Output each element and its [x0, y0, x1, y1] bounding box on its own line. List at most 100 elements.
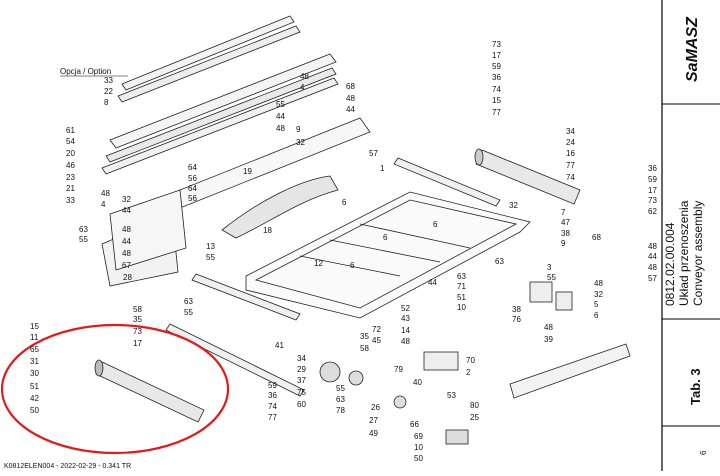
- part-number-label: 12: [314, 259, 323, 268]
- part-number-label: 17: [133, 339, 142, 348]
- part-number-label: 15: [492, 96, 501, 105]
- part-number-label: 13: [206, 242, 215, 251]
- part-number-label: 16: [566, 149, 575, 158]
- part-number-label: 33: [66, 196, 75, 205]
- part-number-label: 3: [547, 263, 552, 272]
- part-number-label: 57: [369, 149, 378, 158]
- part-number-label: 27: [369, 416, 378, 425]
- part-number-label: 46: [66, 161, 75, 170]
- part-number-label: 18: [263, 226, 272, 235]
- part-number-label: 30: [30, 369, 39, 378]
- part-number-label: 34: [566, 127, 575, 136]
- part-number-label: 34: [297, 354, 306, 363]
- part-number-label: 14: [401, 326, 410, 335]
- part-number-label: 72: [372, 325, 381, 334]
- part-number-label: 63: [457, 272, 466, 281]
- part-number-label: 59: [268, 381, 277, 390]
- part-number-label: 37: [297, 376, 306, 385]
- part-number-label: 44: [648, 252, 657, 261]
- part-number-label: 80: [470, 401, 479, 410]
- part-number-label: 40: [413, 378, 422, 387]
- title-block: SaMASZ 0812.02.00.004 Układ przenoszenia…: [661, 0, 720, 471]
- part-number-label: 64: [188, 163, 197, 172]
- part-number-label: 47: [561, 218, 570, 227]
- option-label: Opcja / Option: [60, 67, 111, 76]
- exploded-parts: [94, 15, 631, 445]
- part-number-label: 35: [360, 332, 369, 341]
- part-number-label: 77: [492, 108, 501, 117]
- part-number-label: 1: [380, 164, 385, 173]
- part-number-label: 48: [401, 337, 410, 346]
- part-number-label: 42: [30, 394, 39, 403]
- part-number-label: 48: [276, 124, 285, 133]
- part-number-label: 10: [457, 303, 466, 312]
- assembly-name-en: Conveyor assembly: [691, 201, 705, 306]
- part-number-label: 5: [594, 300, 599, 309]
- part-number-label: 23: [66, 173, 75, 182]
- part-number-label: 59: [492, 62, 501, 71]
- part-number-label: 64: [188, 184, 197, 193]
- part-number-label: 49: [369, 429, 378, 438]
- part-number-label: 48: [122, 249, 131, 258]
- part-number-label: 6: [350, 261, 355, 270]
- part-number-label: 58: [133, 305, 142, 314]
- part-number-label: 74: [566, 173, 575, 182]
- assembly-name-pl: Układ przenoszenia: [677, 200, 691, 306]
- part-number-label: 60: [297, 400, 306, 409]
- part-number-label: 44: [428, 278, 437, 287]
- part-number-label: 51: [30, 382, 39, 391]
- part-number-label: 77: [566, 161, 575, 170]
- part-number-label: 55: [184, 308, 193, 317]
- part-number-label: 62: [648, 207, 657, 216]
- part-number-label: 55: [206, 253, 215, 262]
- part-number-label: 36: [268, 391, 277, 400]
- part-number-label: 48: [648, 242, 657, 251]
- part-number-label: 19: [243, 167, 252, 176]
- part-number-label: 32: [509, 201, 518, 210]
- part-number-label: 71: [457, 282, 466, 291]
- part-number-label: 17: [492, 51, 501, 60]
- table-number: Tab. 3: [688, 368, 703, 405]
- part-number-label: 75: [297, 388, 306, 397]
- part-number-label: 61: [66, 126, 75, 135]
- part-number-label: 24: [566, 138, 575, 147]
- part-number-label: 48: [346, 94, 355, 103]
- part-number-label: 63: [336, 395, 345, 404]
- part-number-label: 35: [133, 315, 142, 324]
- part-number-label: 73: [492, 40, 501, 49]
- assembly-code: 0812.02.00.004: [663, 222, 677, 306]
- part-number-label: 11: [30, 333, 39, 342]
- part-number-label: 66: [410, 420, 419, 429]
- part-number-label: 73: [133, 327, 142, 336]
- footer-code: K0812ELEN004 - 2022-02-29 - 0.341 TR: [4, 463, 131, 470]
- part-number-label: 77: [268, 413, 277, 422]
- part-number-label: 48: [101, 189, 110, 198]
- part-number-label: 32: [122, 195, 131, 204]
- part-number-label: 69: [414, 432, 423, 441]
- part-number-label: 67: [122, 261, 131, 270]
- part-number-label: 56: [188, 194, 197, 203]
- part-number-label: 74: [492, 85, 501, 94]
- part-number-label: 56: [188, 174, 197, 183]
- part-number-label: 48: [648, 263, 657, 272]
- part-number-label: 21: [66, 184, 75, 193]
- part-number-label: 48: [544, 323, 553, 332]
- part-number-label: 68: [346, 82, 355, 91]
- part-number-label: 78: [336, 406, 345, 415]
- part-number-label: 55: [276, 100, 285, 109]
- part-number-label: 9: [561, 239, 566, 248]
- part-number-label: 38: [561, 229, 570, 238]
- part-number-label: 43: [401, 314, 410, 323]
- part-number-label: 53: [447, 391, 456, 400]
- part-number-label: 25: [470, 413, 479, 422]
- part-number-label: 38: [512, 305, 521, 314]
- part-number-label: 4: [101, 200, 106, 209]
- part-number-label: 8: [104, 98, 109, 107]
- part-number-label: 26: [371, 403, 380, 412]
- part-number-label: 50: [414, 454, 423, 463]
- part-number-label: 48: [122, 225, 131, 234]
- part-number-label: 28: [123, 273, 132, 282]
- part-number-label: 29: [297, 365, 306, 374]
